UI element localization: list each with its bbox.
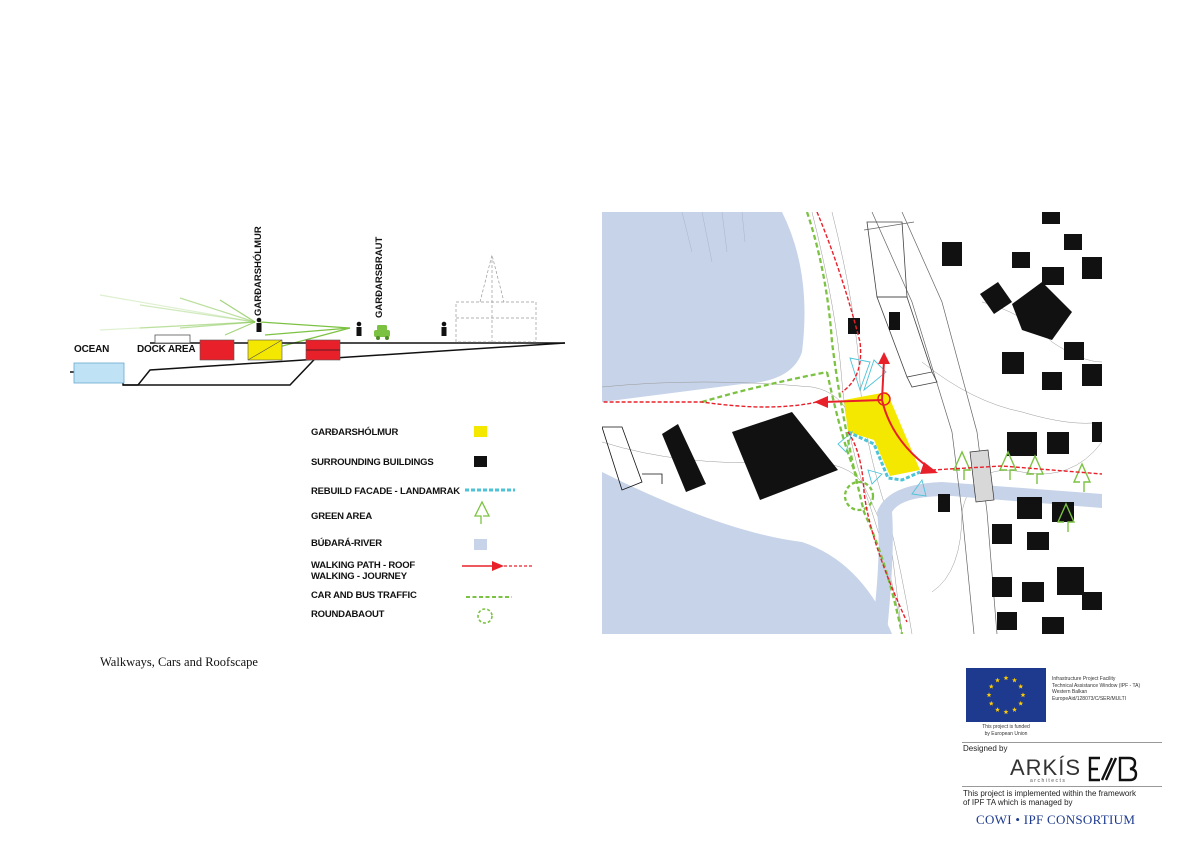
arkis-mark-logo [1088, 756, 1138, 782]
eu-star-icon [1003, 675, 1009, 681]
eu-star-icon [1003, 709, 1009, 715]
eu-star-icon [1012, 677, 1017, 683]
ipf-line-1: Infrastructure Project Facility [1052, 676, 1116, 682]
ocean-label: OCEAN [74, 344, 110, 355]
yellow-square-icon [474, 426, 487, 437]
ocean-area [602, 212, 805, 402]
ipf-line-4: EuropeAid/128073/C/SER/MULTI [1052, 695, 1127, 702]
green-area-trees [952, 450, 1092, 532]
footer-divider-bottom [962, 786, 1162, 787]
figure-caption: Walkways, Cars and Roofscape [100, 655, 258, 669]
eu-note-line-1: This project is funded [982, 724, 1030, 730]
car-icon [374, 325, 390, 340]
designed-by-label: Designed by [963, 744, 1008, 753]
arkis-logo-text: ARKÍS [1010, 755, 1082, 780]
eu-funding-note: This project is funded by European Union [976, 724, 1036, 737]
legend-label-walking-path: WALKING PATH - ROOF WALKING - JOURNEY [311, 560, 416, 582]
eu-star-icon [1018, 700, 1024, 706]
site-plan-map [602, 212, 1102, 634]
eu-star-icon [986, 692, 992, 698]
person-icons [256, 317, 447, 336]
consortium-logo-text: COWI • IPF CONSORTIUM [976, 812, 1136, 827]
road-side-building [866, 221, 938, 388]
bridge [969, 449, 995, 503]
green-tree-icon [473, 500, 491, 524]
eu-star-icon [1020, 692, 1026, 698]
roundabout [843, 480, 875, 512]
section-diagram [70, 254, 566, 386]
dock-box [154, 334, 191, 344]
gardarsholmur-building [844, 392, 920, 476]
eu-star-icon [988, 683, 994, 689]
eu-star-icon [988, 700, 994, 706]
view-cones [837, 357, 927, 497]
dock-area-label: DOCK AREA [137, 344, 196, 355]
ghost-building-outline [455, 254, 537, 343]
gardarsbraut-vertical-label: GARÐARSBRAUT [374, 236, 385, 318]
facade-line [847, 430, 921, 482]
black-square-icon [474, 456, 487, 467]
legend-label-car-bus: CAR AND BUS TRAFFIC [311, 590, 417, 601]
ocean-water [73, 362, 125, 384]
surrounding-buildings [662, 212, 1102, 634]
ipf-line-3: Western Balkan [1052, 689, 1088, 695]
managed-note: This project is implemented within the f… [963, 789, 1136, 807]
legend-label-surrounding: SURROUNDING BUILDINGS [311, 457, 434, 468]
legend-symbols [462, 426, 532, 624]
legend-label-river: BÚÐARÁ-RIVER [311, 538, 382, 549]
legend-label-roundabout: ROUNDABAOUT [311, 609, 385, 620]
eu-flag-logo [966, 668, 1046, 722]
managed-line-2: of IPF TA which is managed by [963, 798, 1073, 807]
ipf-line-2: Technical Assistance Window (IPF - TA) [1052, 682, 1141, 689]
red-building-1 [199, 339, 235, 361]
legend-label-facade: REBUILD FACADE - LANDAMRAK [311, 486, 460, 497]
gardarsholmur-vertical-label: GARÐARSHÓLMUR [253, 226, 264, 316]
eu-star-icon [1012, 707, 1017, 712]
walking-paths [602, 212, 1102, 623]
eu-star-icon [995, 677, 1000, 683]
red-dashed-arrow-icon [462, 561, 532, 571]
legend-label-gardarsholmur: GARÐARSHÓLMUR [311, 427, 399, 438]
river [872, 482, 1102, 632]
green-dashed-circle-icon [477, 608, 493, 624]
ipf-info: Infrastructure Project Facility Technica… [1052, 676, 1140, 702]
eu-star-icon [995, 707, 1000, 712]
arkis-subtitle: architects [1030, 778, 1067, 784]
eu-note-line-2: by European Union [984, 730, 1028, 737]
car-bus-traffic [701, 212, 904, 634]
blue-square-icon [474, 539, 487, 550]
eu-star-icon [1018, 683, 1024, 689]
footer-divider-top [962, 742, 1162, 743]
sight-lines [99, 294, 351, 349]
ocean-area-lower [602, 472, 892, 634]
managed-line-1: This project is implemented within the f… [963, 789, 1136, 798]
legend-label-green-area: GREEN AREA [311, 511, 372, 522]
